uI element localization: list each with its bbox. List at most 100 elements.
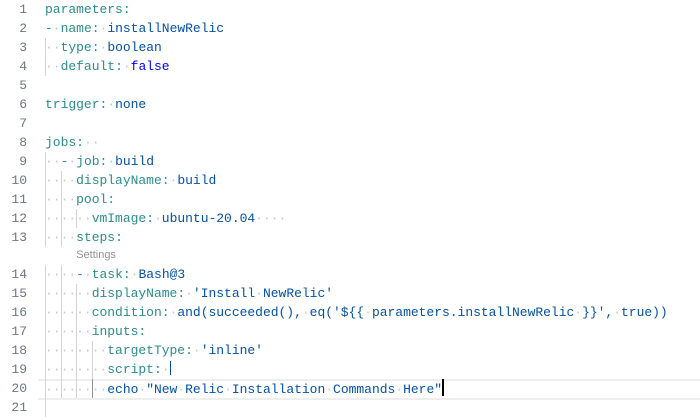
whitespace-marker: · <box>325 382 334 397</box>
indent-guide <box>76 341 78 360</box>
indent-guide <box>45 398 46 417</box>
yaml-punctuation: : <box>91 21 100 36</box>
whitespace-marker: · <box>574 305 583 320</box>
code-line[interactable]: 17······inputs: <box>0 322 700 341</box>
yaml-punctuation: : <box>153 362 162 377</box>
code-line[interactable]: 5 <box>0 76 700 95</box>
code-text: ····-·task:·Bash@3 <box>45 265 185 284</box>
block-scalar-indicator <box>169 361 171 375</box>
code-line[interactable]: 7 <box>0 114 700 133</box>
whitespace-marker: ······ <box>45 324 92 339</box>
yaml-punctuation: : <box>115 59 123 74</box>
code-line[interactable]: 9··-·job:·build <box>0 152 700 171</box>
whitespace-marker: ···· <box>45 267 77 282</box>
yaml-key: trigger <box>45 97 100 112</box>
indent-guide <box>76 322 78 341</box>
code-line[interactable]: 8 jobs:·· <box>0 133 700 152</box>
indent-guide <box>60 303 62 322</box>
whitespace-marker: · <box>185 286 193 301</box>
indent-guide <box>91 379 93 398</box>
yaml-value: Commands <box>333 382 396 397</box>
yaml-key: inputs <box>91 324 139 339</box>
yaml-key: task <box>91 267 123 282</box>
code-text: ··default:·false <box>45 57 170 76</box>
whitespace-marker: · <box>169 305 178 320</box>
whitespace-marker: ···· <box>45 173 77 188</box>
indent-guide <box>45 209 46 228</box>
yaml-key: displayName <box>76 173 162 188</box>
yaml-key: job <box>76 154 100 169</box>
yaml-key: vmImage <box>91 211 147 226</box>
whitespace-marker: ········ <box>45 382 108 397</box>
yaml-punctuation: : <box>107 192 116 207</box>
whitespace-marker: · <box>395 382 404 397</box>
code-line[interactable]: 21 <box>0 398 700 417</box>
whitespace-marker: · <box>68 154 77 169</box>
line-number: 14 <box>11 267 27 282</box>
code-text: ····steps: <box>45 228 123 247</box>
code-line[interactable]: 2-·name:·installNewRelic <box>0 19 700 38</box>
whitespace-marker: ······ <box>45 286 92 301</box>
yaml-key: jobs <box>45 135 77 150</box>
indent-guide <box>45 379 46 398</box>
yaml-value: and(succeeded(), <box>177 305 302 320</box>
yaml-value: build <box>177 173 217 188</box>
indent-guide <box>45 190 46 209</box>
whitespace-marker: ·· <box>45 154 61 169</box>
whitespace-marker: · <box>138 382 147 397</box>
yaml-punctuation: : <box>161 173 170 188</box>
line-number: 13 <box>11 230 27 245</box>
indent-guide <box>76 284 78 303</box>
code-line[interactable]: 19········script:· <box>0 360 700 379</box>
yaml-key: name <box>60 21 92 36</box>
line-number: 8 <box>19 135 27 150</box>
code-line[interactable]: 12······vmImage:·ubuntu-20.04···· <box>0 209 700 228</box>
yaml-punctuation: - <box>45 21 53 36</box>
code-text: ··-·job:·build <box>45 152 154 171</box>
indent-guide <box>45 265 46 284</box>
indent-guide <box>60 228 62 247</box>
current-line-highlight <box>38 379 700 400</box>
line-number: 16 <box>11 305 27 320</box>
yaml-value: Here" <box>403 382 443 397</box>
yaml-punctuation: : <box>161 305 170 320</box>
whitespace-marker: ······ <box>45 211 92 226</box>
line-number: 4 <box>19 59 27 74</box>
whitespace-marker: · <box>169 173 178 188</box>
yaml-value: none <box>115 97 147 112</box>
code-line[interactable]: 6 trigger:·none <box>0 95 700 114</box>
yaml-value: Relic <box>185 382 225 397</box>
indent-guide <box>60 190 62 209</box>
code-text: ······displayName:·'Install·NewRelic' <box>45 284 333 303</box>
code-line[interactable]: 15 ······displayName:·'Install·NewRelic' <box>0 284 700 303</box>
yaml-key: default <box>60 59 116 74</box>
line-number: 15 <box>11 286 27 301</box>
code-line[interactable]: 10 ····displayName:·build <box>0 171 700 190</box>
code-line[interactable]: 16······condition:·and(succeeded(),·eq('… <box>0 303 700 322</box>
settings-codelens[interactable]: Settings <box>76 249 116 261</box>
yaml-key: condition <box>91 305 162 320</box>
whitespace-marker: ···· <box>255 211 287 226</box>
yaml-value: Bash@3 <box>138 267 186 282</box>
code-text: ········echo·"New·Relic·Installation·Com… <box>45 379 445 398</box>
whitespace-marker: ······ <box>45 305 92 320</box>
code-line[interactable]: 18········targetType:·'inline' <box>0 341 700 360</box>
code-text: jobs:·· <box>45 133 100 152</box>
yaml-punctuation: : <box>99 154 108 169</box>
code-text: trigger:·none <box>45 95 146 114</box>
whitespace-marker: ·· <box>45 59 61 74</box>
code-text: ······inputs: <box>45 322 146 341</box>
code-line[interactable]: 14 ····-·task:·Bash@3 <box>0 265 700 284</box>
whitespace-marker: ···· <box>45 230 77 245</box>
code-line[interactable]: 3··type:·boolean <box>0 38 700 57</box>
code-line[interactable]: 11····pool: <box>0 190 700 209</box>
yaml-value: build <box>115 154 155 169</box>
indent-guide <box>76 379 78 398</box>
code-line[interactable]: 20········echo·"New·Relic·Installation·C… <box>0 379 700 398</box>
code-line[interactable]: 4 ··default:·false <box>0 57 700 76</box>
line-number: 10 <box>11 173 27 188</box>
line-number: 6 <box>19 97 27 112</box>
code-line[interactable]: 13 ····steps: <box>0 228 700 247</box>
